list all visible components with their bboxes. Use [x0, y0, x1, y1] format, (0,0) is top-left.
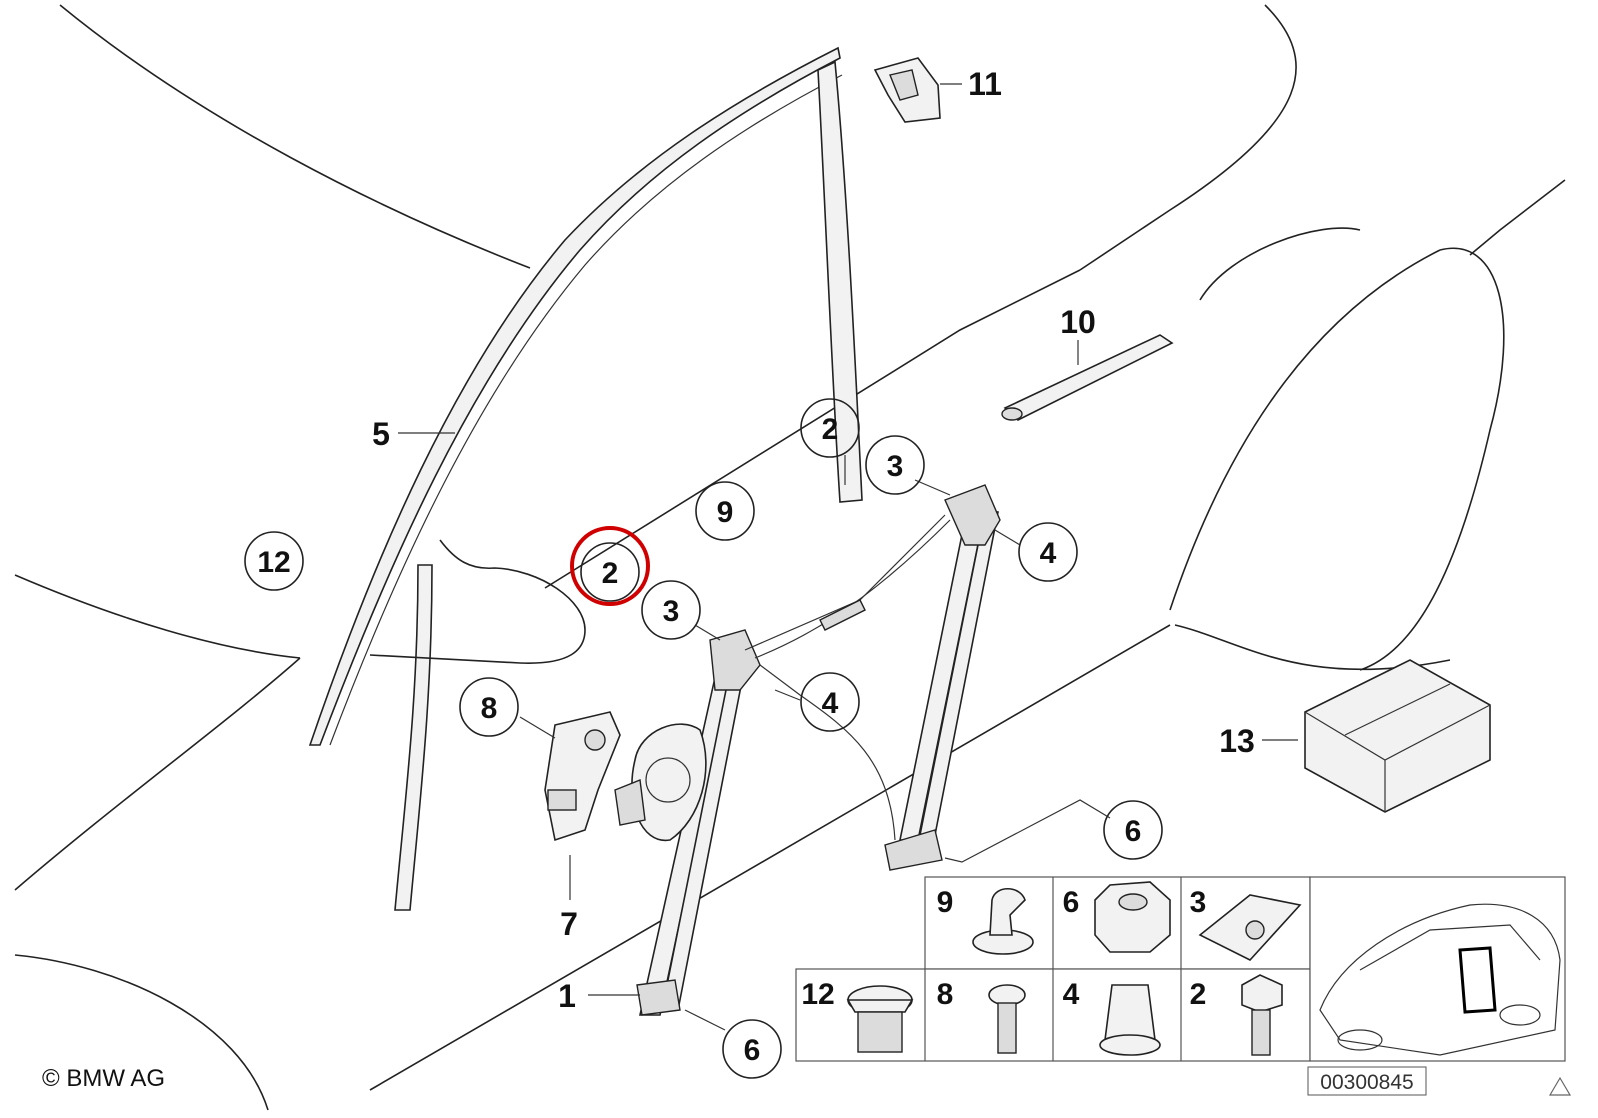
callout-6-bottom: 6 [722, 1019, 782, 1079]
svg-text:12: 12 [257, 546, 290, 579]
label-7: 7 [560, 906, 578, 942]
table-label-4: 4 [1063, 978, 1080, 1011]
svg-text:6: 6 [744, 1034, 761, 1067]
car-body-outline [14, 4, 1566, 1111]
svg-text:2: 2 [822, 413, 839, 446]
svg-text:00300845: 00300845 [1320, 1071, 1413, 1094]
callout-6-right: 6 [1103, 800, 1163, 860]
label-10: 10 [1060, 304, 1096, 340]
label-13: 13 [1219, 723, 1255, 759]
parts-table: 9 6 3 12 8 4 2 [795, 876, 1566, 1062]
window-regulator [614, 514, 951, 1016]
copyright-text: © BMW AG [42, 1065, 165, 1092]
mirror-panel [369, 539, 586, 664]
label-11: 11 [968, 66, 1002, 102]
svg-text:2: 2 [602, 557, 619, 590]
callout-2-highlighted[interactable]: 2 [570, 526, 650, 606]
svg-text:6: 6 [1125, 815, 1142, 848]
callout-4-front: 4 [800, 672, 860, 732]
label-1: 1 [558, 978, 576, 1014]
svg-text:3: 3 [887, 450, 904, 483]
bolt-icon [1241, 974, 1283, 1056]
table-label-6: 6 [1063, 886, 1080, 919]
callout-12: 12 [244, 531, 304, 591]
nut-icon [1094, 881, 1171, 953]
motor-part-8 [519, 711, 621, 900]
label-5: 5 [372, 416, 390, 452]
svg-text:4: 4 [822, 687, 839, 720]
svg-text:4: 4 [1040, 537, 1057, 570]
window-frame-part-5 [308, 46, 863, 911]
box-part-13 [1262, 659, 1491, 813]
strip-part-10 [1001, 334, 1174, 421]
window-regulator-rear [884, 484, 1001, 871]
table-label-2: 2 [1190, 978, 1207, 1011]
table-label-12: 12 [801, 978, 834, 1011]
svg-text:9: 9 [717, 496, 734, 529]
clip-icon [972, 887, 1034, 955]
highlight-ring [570, 526, 650, 606]
callout-3-rear: 3 [865, 435, 925, 495]
svg-text:3: 3 [663, 595, 680, 628]
callout-9: 9 [695, 481, 755, 541]
table-label-8: 8 [937, 978, 954, 1011]
warning-triangle-icon [1548, 1076, 1572, 1096]
table-label-3: 3 [1190, 886, 1207, 919]
callout-8: 8 [459, 677, 519, 737]
clip-nut-icon [1198, 894, 1302, 961]
callout-3-front: 3 [641, 580, 701, 640]
car-location-thumbnail [1319, 903, 1561, 1056]
expanding-nut-icon [1099, 984, 1161, 1056]
leader-lines [398, 432, 1111, 1031]
trim-piece-part-11 [873, 57, 962, 123]
screw-icon [988, 984, 1026, 1054]
svg-text:8: 8 [481, 692, 498, 725]
diagram-number: 00300845 [1307, 1066, 1427, 1096]
table-label-9: 9 [937, 886, 954, 919]
plug-icon [846, 985, 914, 1053]
callout-2-rear: 2 [800, 398, 860, 458]
callout-4-rear: 4 [1018, 522, 1078, 582]
